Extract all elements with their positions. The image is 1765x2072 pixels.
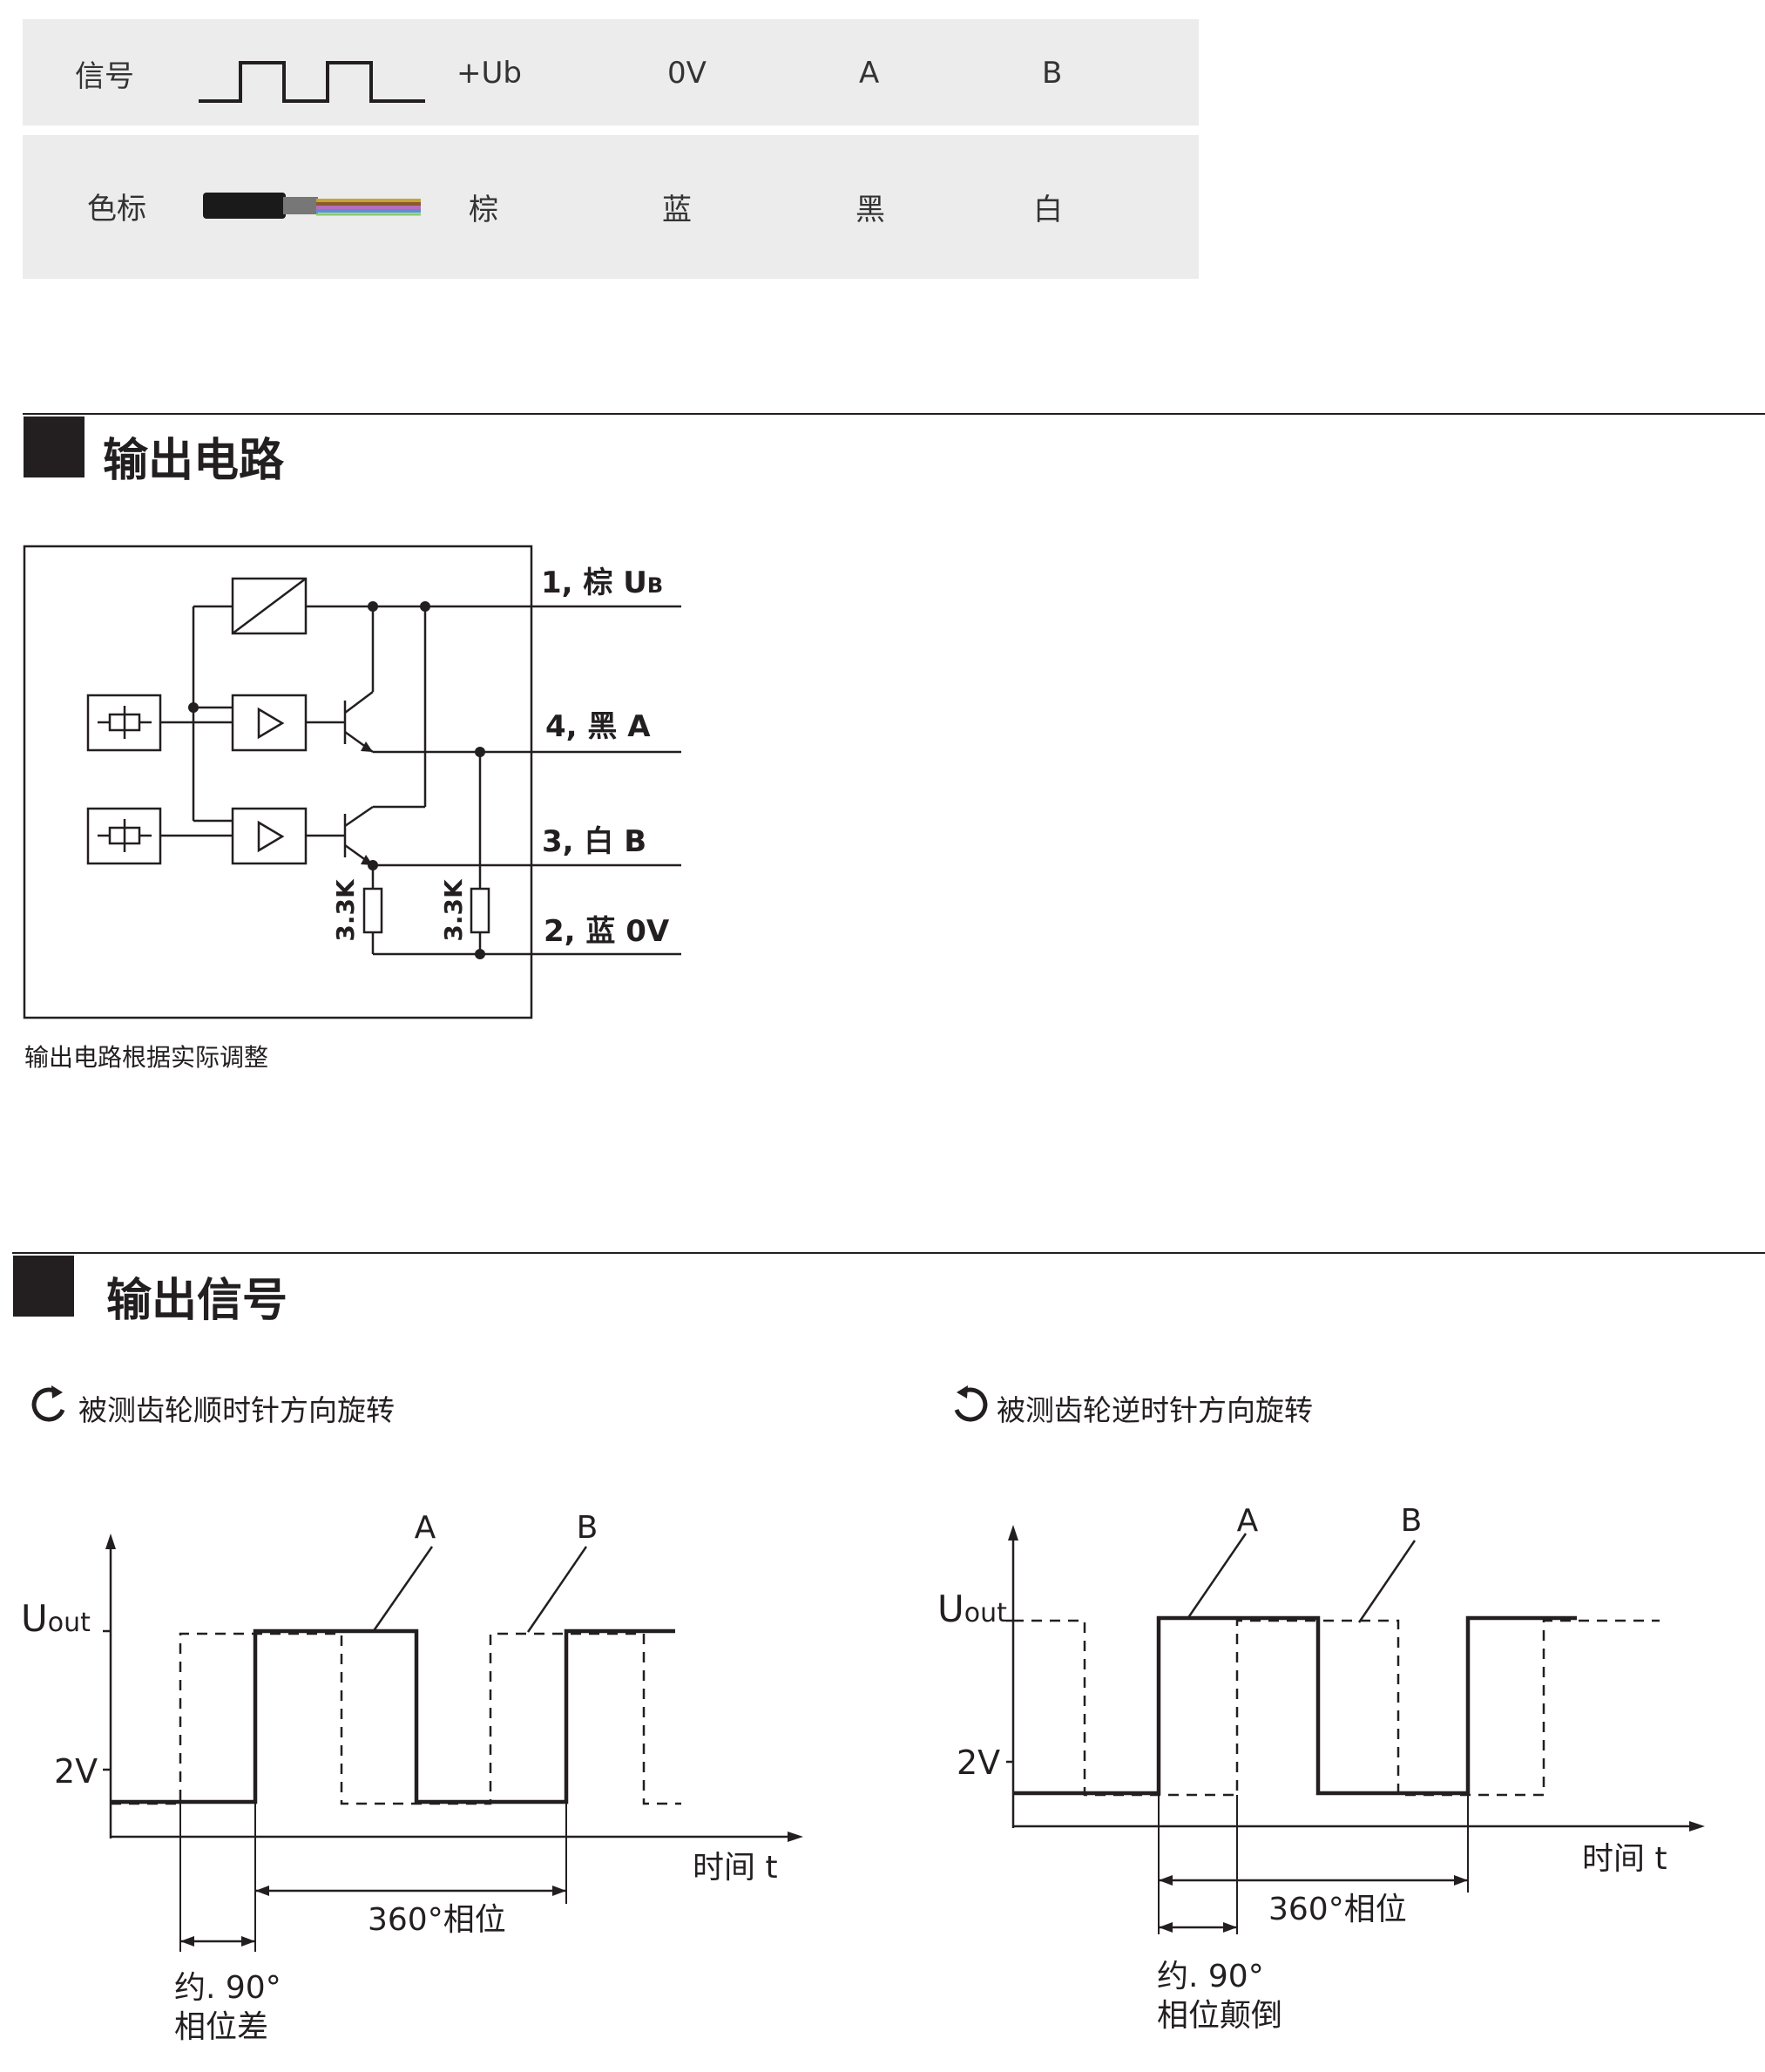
y-top-sub-right: out: [964, 1598, 1007, 1628]
label-a-right: A: [1237, 1503, 1259, 1539]
circuit-section-title: 输出电路: [103, 435, 285, 487]
waveform-counterclockwise: A B Uout 2V 时间 t 360°相位 约. 90° 相位颠倒: [937, 1503, 1705, 2034]
signal-col-a: A: [859, 56, 880, 91]
terminal-1-sub: B: [647, 573, 663, 598]
color-col-white: 白: [1033, 193, 1063, 227]
x-axis-label-right: 时间 t: [1582, 1841, 1667, 1877]
section-divider-signal: [12, 1252, 1765, 1254]
pulse-signal-icon: [199, 61, 425, 103]
signal-row-label: 信号: [75, 59, 134, 94]
resistor-1-label: 3.3K: [331, 878, 360, 942]
output-circuit-diagram: 3.3K 3.3K 1, 棕 UB 4, 黑 A 3, 白 B 2, 蓝 0V: [23, 545, 681, 1019]
signal-b-trace-left: [111, 1632, 681, 1805]
terminal-3-label: 3, 白 B: [542, 824, 646, 859]
approx-line2-right: 相位颠倒: [1157, 1998, 1282, 2034]
color-col-black: 黑: [855, 193, 885, 227]
approx-line1-right: 约. 90°: [1157, 1959, 1264, 1994]
phase-label-right: 360°相位: [1268, 1892, 1407, 1927]
signal-col-b: B: [1042, 56, 1063, 91]
section-marker-circuit: [24, 416, 85, 477]
resistor-1: [362, 887, 383, 934]
signal-a-trace-left: [111, 1628, 675, 1805]
approx-line1-left: 约. 90°: [174, 1970, 281, 2006]
circuit-note: 输出电路根据实际调整: [24, 1043, 269, 1072]
signal-row: 信号 +Ub 0V A B: [23, 19, 1199, 125]
y-top-main-right: U: [937, 1588, 964, 1630]
y-low-label-left: 2V: [54, 1752, 98, 1791]
color-col-blue: 蓝: [662, 193, 692, 227]
waveform-clockwise: A B Uout 2V 时间 t 360°相位 约. 90° 相位差: [21, 1510, 803, 2045]
y-low-label-right: 2V: [957, 1744, 1000, 1782]
terminal-1-label: 1, 棕 UB: [541, 565, 663, 600]
resistor-2: [470, 887, 490, 934]
color-row: 色标 棕 蓝 黑 白: [23, 135, 1199, 279]
approx-line2-left: 相位差: [174, 2009, 268, 2045]
label-b-right: B: [1401, 1503, 1423, 1539]
label-b-left: B: [577, 1510, 598, 1546]
terminal-4-label: 4, 黑 A: [545, 709, 651, 744]
signal-section-title: 输出信号: [106, 1275, 288, 1327]
section-divider-circuit: [23, 413, 1765, 415]
x-axis-label-left: 时间 t: [693, 1850, 778, 1886]
color-row-label: 色标: [87, 192, 146, 227]
label-a-left: A: [415, 1510, 436, 1546]
phase-label-left: 360°相位: [368, 1902, 506, 1938]
y-top-main-left: U: [21, 1597, 48, 1640]
signal-col-ub: +Ub: [456, 56, 522, 91]
counterclockwise-rotation-icon: [954, 1385, 988, 1422]
section-marker-signal: [13, 1256, 74, 1317]
left-caption: 被测齿轮顺时针方向旋转: [78, 1393, 395, 1427]
color-col-brown: 棕: [469, 193, 498, 227]
signal-col-0v: 0V: [667, 56, 707, 91]
clockwise-rotation-icon: [31, 1385, 65, 1422]
right-caption: 被测齿轮逆时针方向旋转: [997, 1393, 1313, 1427]
terminal-1-main: 1, 棕 U: [541, 565, 647, 600]
y-top-sub-left: out: [48, 1608, 91, 1638]
cable-icon: [203, 193, 421, 219]
y-top-label-left: Uout: [21, 1597, 91, 1640]
y-top-label-right: Uout: [937, 1588, 1007, 1630]
resistor-2-label: 3.3K: [439, 878, 468, 942]
amplifier-box-a: [231, 694, 308, 752]
signal-b-trace-right: [1013, 1619, 1660, 1797]
amplifier-box-b: [231, 807, 308, 865]
signal-a-trace-right: [1013, 1615, 1577, 1796]
terminal-2-label: 2, 蓝 0V: [544, 914, 670, 949]
circuit-frame: [23, 545, 533, 1019]
